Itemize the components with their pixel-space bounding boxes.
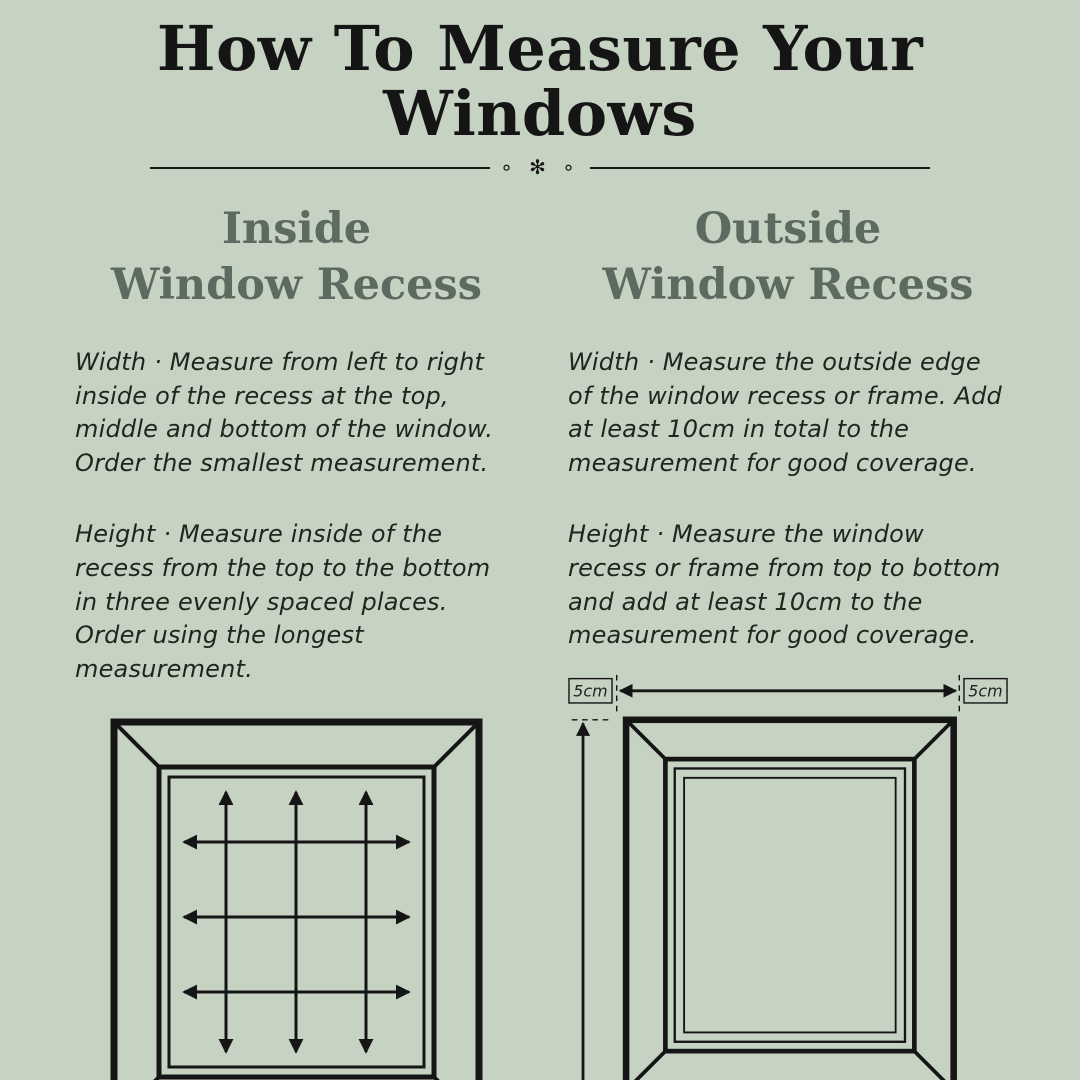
inside-height-instructions: Height · Measure inside of the recess fr… <box>75 520 491 683</box>
inside-recess-heading: Inside Window Recess <box>75 202 518 314</box>
inside-window-diagram-svg <box>110 718 483 1080</box>
outside-recess-column: Outside Window Recess Width · Measure th… <box>540 202 1080 1080</box>
divider-ornament-icon: ∘ ✻ ∘ <box>500 155 580 180</box>
outside-window-diagram-svg: 5cm 5cm <box>568 674 1008 1080</box>
inside-width-instructions: Width · Measure from left to right insid… <box>75 347 494 477</box>
outside-heading-line2: Window Recess <box>602 260 974 311</box>
decorative-divider: ∘ ✻ ∘ <box>150 155 931 180</box>
label-5cm-right: 5cm <box>968 681 1002 700</box>
label-5cm-left: 5cm <box>573 681 607 700</box>
width-measure-arrows <box>182 834 411 1000</box>
label-box-5cm-left <box>568 677 613 704</box>
inside-recess-column: Inside Window Recess Width · Measure fro… <box>0 202 540 1080</box>
outside-width-instructions: Width · Measure the outside edge of the … <box>568 347 1002 477</box>
outside-height-instructions: Height · Measure the window recess or fr… <box>568 520 1001 650</box>
height-measure-arrow <box>571 718 612 1080</box>
outside-recess-heading: Outside Window Recess <box>568 202 1008 314</box>
divider-line-right <box>589 167 931 170</box>
page-title: How To Measure Your Windows <box>156 12 924 151</box>
width-measure-arrow: 5cm 5cm <box>568 674 1008 714</box>
inside-heading-line2: Window Recess <box>111 260 482 311</box>
outside-window-diagram: 5cm 5cm <box>568 673 1008 1080</box>
window-frame <box>110 718 483 1080</box>
window-frame <box>622 716 957 1080</box>
inside-heading-line1: Inside <box>221 204 372 255</box>
outside-heading-line1: Outside <box>694 204 882 255</box>
inside-window-diagram <box>75 714 518 1080</box>
divider-line-left <box>150 167 491 170</box>
label-box-5cm-right <box>963 677 1008 704</box>
two-column-content: Inside Window Recess Width · Measure fro… <box>0 202 1080 1080</box>
height-measure-arrows <box>218 790 374 1055</box>
